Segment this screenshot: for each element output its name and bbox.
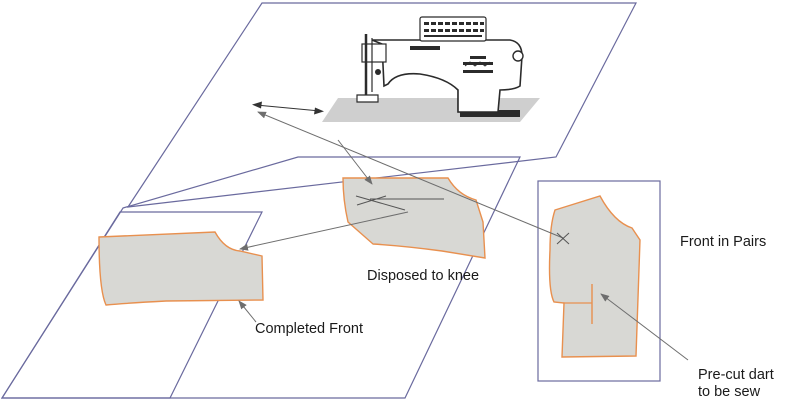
completed-front-piece <box>98 231 264 306</box>
label-precut-dart-line1: Pre-cut dart <box>698 367 774 383</box>
arrow-disposed-to-completed <box>239 211 409 251</box>
arrow-to-completed-label <box>238 300 257 323</box>
pairs-frame <box>537 180 661 382</box>
top-work-plane <box>126 2 637 208</box>
label-disposed-to-knee: Disposed to knee <box>367 268 479 284</box>
arrow-to-dart <box>600 293 689 361</box>
front-pair-piece <box>548 195 641 358</box>
sewing-machine-icon <box>322 16 540 122</box>
label-precut-dart-line2: to be sew <box>698 384 761 400</box>
double-arrow-icon <box>252 101 324 115</box>
arrow-pairs-to-machine <box>257 111 564 239</box>
label-completed-front: Completed Front <box>255 321 363 337</box>
arrow-machine-to-disposed <box>337 139 373 185</box>
bottom-left-plane <box>0 211 263 399</box>
disposed-piece <box>342 177 486 259</box>
label-front-in-pairs: Front in Pairs <box>680 234 766 250</box>
